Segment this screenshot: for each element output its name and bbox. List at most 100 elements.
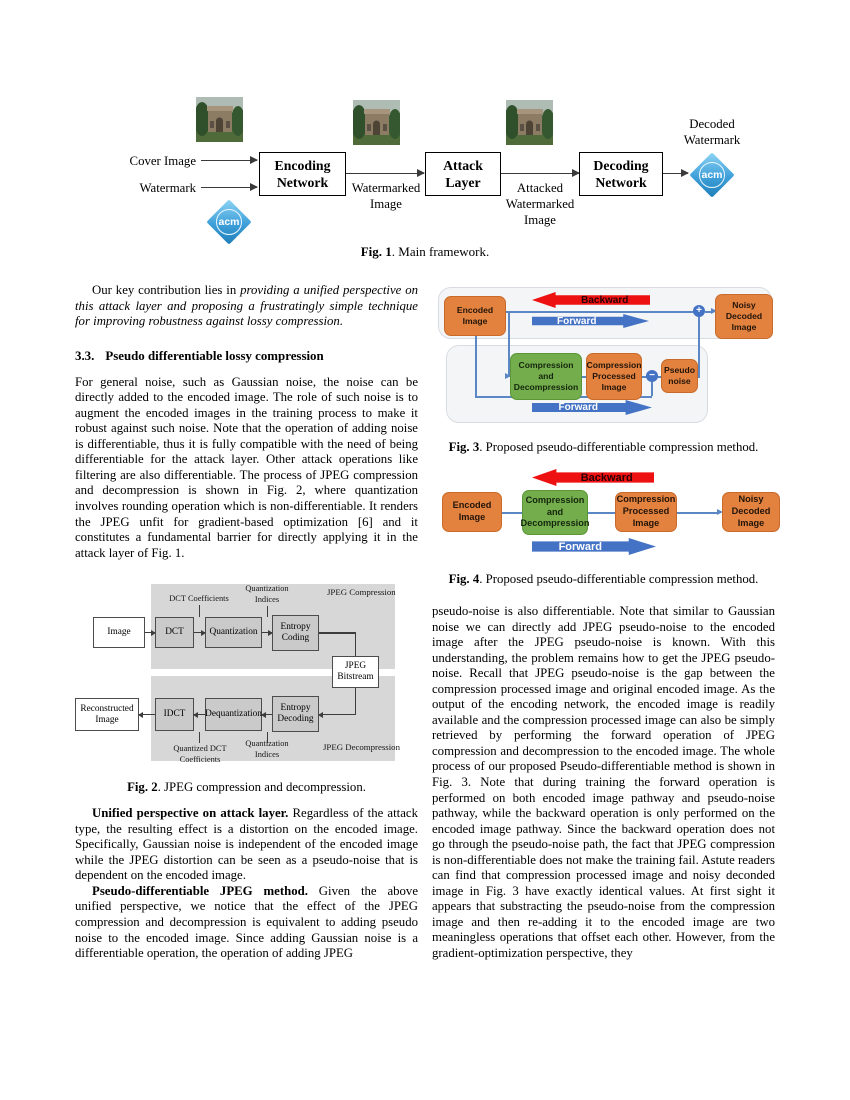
fig3-encoded-image-box: Encoded Image [444, 296, 506, 336]
unified-perspective-paragraph: Unified perspective on attack layer. Reg… [75, 806, 418, 884]
image-box: Image [93, 617, 145, 649]
right-column-paragraph: pseudo-noise is also differentiable. Not… [432, 604, 775, 961]
arrowhead-into-noisy [711, 308, 717, 314]
acm-logo-text: acm [216, 209, 242, 235]
figure-2-caption: Fig. 2. JPEG compression and decompressi… [75, 780, 418, 795]
fig4-compression-processed-box: Compression Processed Image [615, 492, 677, 532]
figure-1-caption: Fig. 1. Main framework. [0, 244, 850, 260]
watermarked-image-label: Watermarked Image [351, 181, 421, 211]
quantized-dct-coefficients-label: Quantized DCT Coefficients [173, 744, 227, 764]
wire-entropy-right [319, 632, 356, 634]
quantization-indices-top-label: Quantization Indices [245, 584, 289, 604]
jpeg-bitstream-box: JPEG Bitstream [332, 656, 379, 689]
entropy-decoding-box: Entropy Decoding [272, 696, 319, 733]
intro-normal-text: Our key contribution lies in [92, 283, 241, 297]
wire-up-to-minus [651, 382, 653, 396]
figure-2: JPEG Compression JPEG Decompression Imag… [75, 574, 418, 766]
unified-text: Regardless of the attack type, the resul… [75, 806, 418, 883]
intro-paragraph: Our key contribution lies in providing a… [75, 283, 418, 330]
fig3-pseudo-noise-box: Pseudo noise [661, 359, 698, 393]
cover-image-label: Cover Image [129, 154, 196, 168]
figure-2-caption-label: Fig. 2 [127, 780, 158, 795]
tick-quantization-indices-top [267, 606, 269, 618]
figure-3-caption-text: . Proposed pseudo-differentiable compres… [479, 440, 759, 454]
wire-minus-to-pseudo [657, 376, 661, 378]
decoding-network-box: Decoding Network [579, 152, 663, 196]
attacked-watermarked-image-label: Attacked Watermarked Image [505, 181, 575, 227]
pseudo-text: Given the above unified perspective, we … [75, 883, 418, 961]
entropy-coding-box: Entropy Coding [272, 615, 319, 652]
dequantization-box: Dequantization [205, 698, 262, 732]
plus-junction-icon: + [693, 305, 705, 317]
fig3-forward-bottom-arrow: Forward [532, 400, 652, 415]
cover-photo [196, 97, 243, 142]
wire-drop-to-compression [508, 311, 510, 377]
body-paragraph-1: For general noise, such as Gaussian nois… [75, 374, 418, 560]
reconstructed-image-box: Reconstructed Image [75, 698, 139, 732]
wire-down-decoding [355, 688, 357, 715]
wire-processed-to-minus [642, 376, 647, 378]
right-column: Backward Forward Forward + − Encoded Ima… [432, 283, 780, 962]
acm-watermark-logo: acm [206, 199, 252, 245]
quantization-indices-bottom-label: Quantization Indices [245, 739, 289, 759]
arrow-idct-reconstructed [138, 711, 155, 718]
minus-junction-icon: − [646, 370, 658, 382]
dct-coefficients-label: DCT Coefficients [169, 594, 229, 604]
unified-lead: Unified perspective on attack layer. [92, 806, 289, 821]
fig4-arrowhead-noisy [717, 509, 723, 515]
figure-1-caption-text: . Main framework. [391, 244, 490, 259]
fig3-backward-arrow: Backward [532, 292, 650, 308]
wire-plus-to-noisy [705, 311, 713, 313]
jpeg-decompression-region-label: JPEG Decompression [323, 742, 400, 753]
tick-quantized-dct [199, 732, 201, 744]
encoding-to-attack-arrow [346, 169, 425, 177]
left-column: Our key contribution lies in providing a… [75, 283, 418, 962]
wire-encoded-down [475, 336, 477, 396]
figure-4: Backward Encoded Image Compression and D… [432, 464, 780, 564]
pseudo-method-paragraph: Pseudo-differentiable JPEG method. Given… [75, 884, 418, 962]
figure-3-caption-label: Fig. 3 [448, 440, 480, 454]
figure-3: Backward Forward Forward + − Encoded Ima… [432, 283, 775, 433]
encoding-network-box: Encoding Network [259, 152, 346, 196]
fig4-compression-decompression-box: Compression and Decompression [521, 490, 589, 535]
fig4-wire-1 [502, 512, 522, 514]
fig4-forward-arrow: Forward [532, 538, 656, 555]
fig4-wire-3 [677, 512, 719, 514]
arrow-dct-quantization [194, 629, 206, 636]
decoded-watermark-label: Decoded Watermark [683, 117, 741, 147]
fig4-wire-2 [588, 512, 615, 514]
figure-4-caption-text: . Proposed pseudo-differentiable compres… [479, 572, 759, 586]
idct-box: IDCT [155, 698, 194, 732]
fig4-encoded-image-box: Encoded Image [442, 492, 502, 532]
attack-layer-box: Attack Layer [425, 152, 501, 196]
wire-pseudo-up-to-plus [698, 311, 700, 377]
fig3-forward-top-arrow: Forward [532, 314, 649, 328]
watermarked-photo [353, 100, 400, 145]
figure-1-caption-label: Fig. 1 [360, 244, 392, 259]
tick-dct-coefficients [199, 605, 201, 618]
attack-to-decoding-arrow [501, 169, 580, 177]
cover-arrow [201, 156, 258, 164]
figure-2-caption-text: . JPEG compression and decompression. [157, 780, 366, 795]
section-heading: 3.3. Pseudo differentiable lossy compress… [75, 349, 418, 364]
arrow-bitstream-entropy-decoding [318, 711, 356, 718]
tick-quantization-indices-bottom [267, 732, 269, 744]
section-number: 3.3. [75, 348, 95, 363]
decoding-output-arrow [663, 169, 689, 177]
wire-down-bitstream [355, 632, 357, 657]
figure-1: Cover Image Watermark acm Encoding Netwo… [0, 92, 850, 252]
acm-logo-text: acm [699, 162, 725, 188]
fig3-compression-decompression-box: Compression and Decompression [510, 353, 582, 400]
watermark-label: Watermark [139, 181, 196, 195]
fig3-noisy-decoded-box: Noisy Decoded Image [715, 294, 773, 339]
quantization-box: Quantization [205, 617, 262, 649]
section-title: Pseudo differentiable lossy compression [105, 348, 324, 363]
watermark-arrow [201, 183, 258, 191]
jpeg-compression-region-label: JPEG Compression [327, 587, 396, 598]
attacked-photo [506, 100, 553, 145]
fig4-backward-arrow: Backward [532, 469, 654, 486]
arrow-image-dct [145, 629, 156, 636]
arrow-dequant-idct [193, 711, 205, 718]
two-column-body: Our key contribution lies in providing a… [75, 283, 780, 962]
